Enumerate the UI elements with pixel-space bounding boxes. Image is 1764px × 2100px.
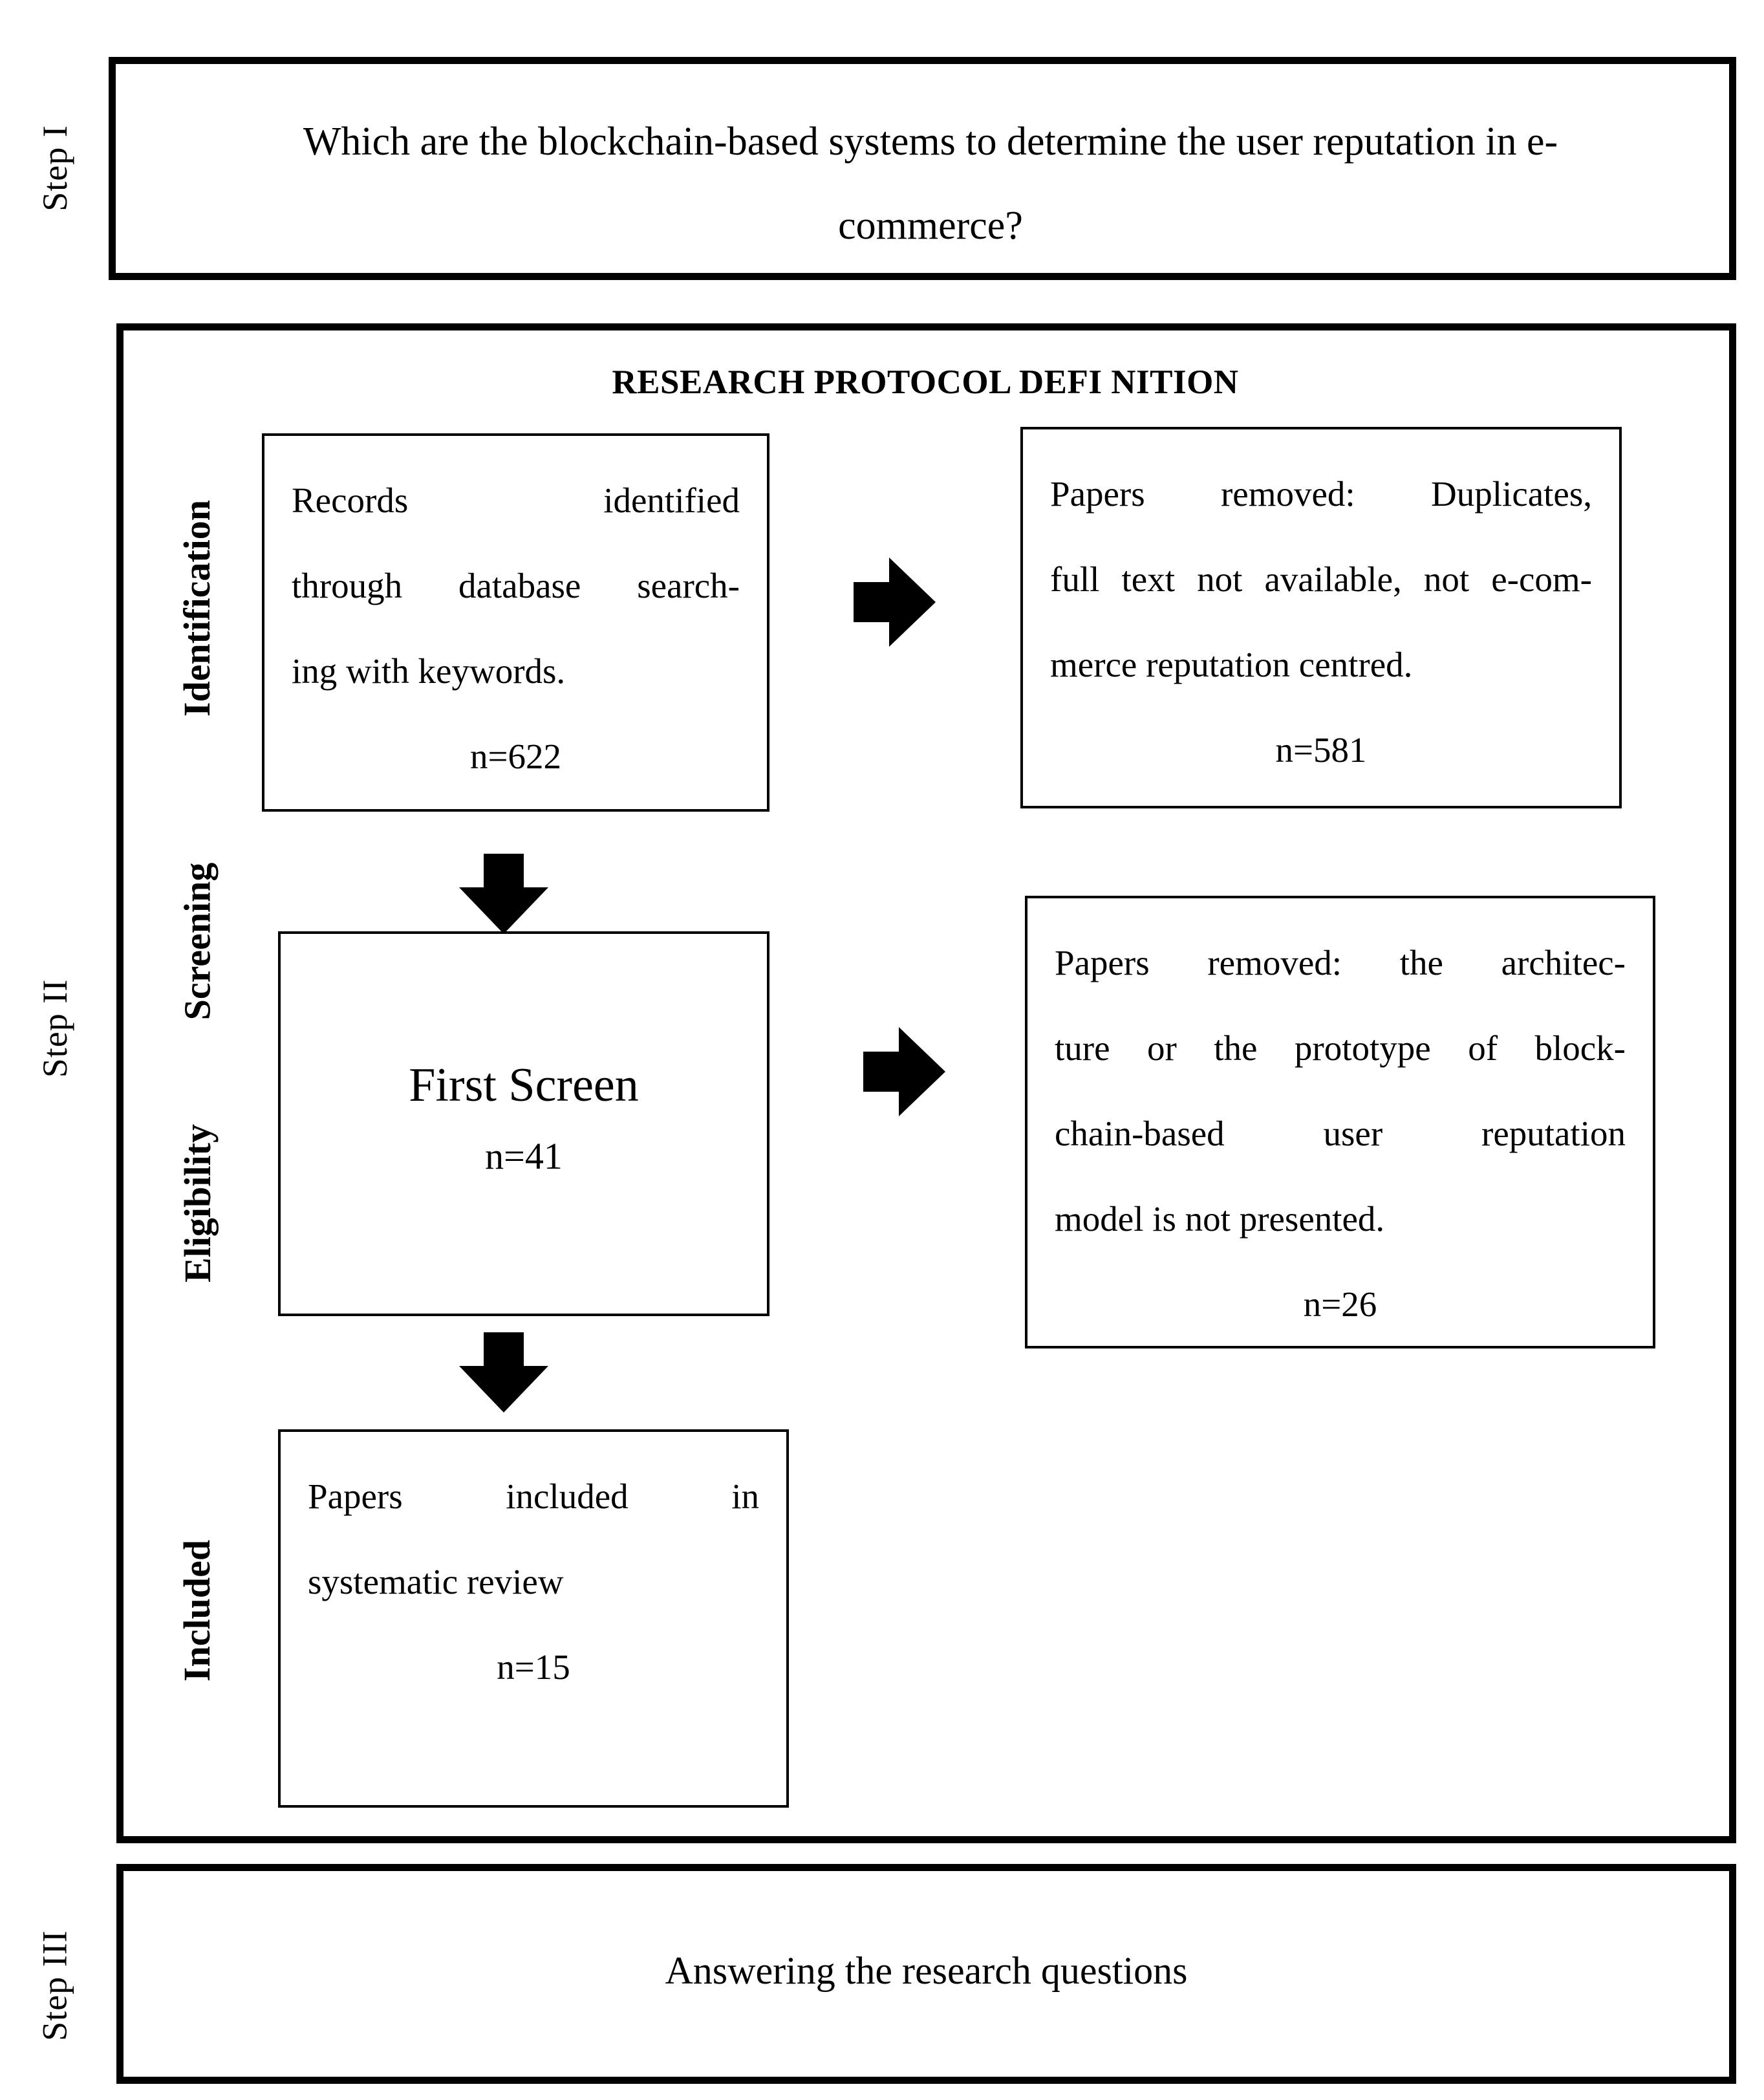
first-screen-title: First Screen bbox=[409, 1059, 639, 1112]
box-records-identified: Records identified through database sear… bbox=[262, 433, 769, 812]
stage-rail-included: Included bbox=[149, 1410, 246, 1811]
removed2-line-2: ture or the prototype of block- bbox=[1055, 1028, 1626, 1068]
stage-rail-screening: Screening bbox=[149, 812, 246, 1070]
arrow-head bbox=[459, 1366, 548, 1413]
removed1-line-1: Papers removed: Duplicates, bbox=[1050, 474, 1592, 514]
box-papers-included: Papers included in systematic review n=1… bbox=[278, 1429, 789, 1808]
arrow-shaft bbox=[484, 1332, 524, 1370]
arrow-head bbox=[459, 887, 548, 934]
step-3-frame: Answering the research questions bbox=[116, 1864, 1736, 2084]
stage-label-identification: Identification bbox=[176, 499, 219, 717]
arrow-shaft bbox=[854, 582, 894, 622]
research-question-text: Which are the blockchain-based systems t… bbox=[303, 120, 1558, 248]
step-2-rail-label: Step II bbox=[13, 893, 97, 1164]
included-count: n=15 bbox=[497, 1647, 570, 1687]
removed2-line-3: chain-based user reputation bbox=[1055, 1114, 1626, 1153]
stage-rail-eligibility: Eligibility bbox=[149, 1067, 246, 1339]
removed1-count: n=581 bbox=[1275, 730, 1367, 770]
step-3-rail-label: Step III bbox=[13, 1876, 97, 2095]
included-line-1: Papers included in bbox=[308, 1477, 759, 1516]
research-protocol-heading: RESEARCH PROTOCOL DEFI NITION bbox=[612, 363, 1239, 401]
records-count: n=622 bbox=[469, 737, 562, 776]
arrow-shaft bbox=[863, 1052, 903, 1092]
included-line-2: systematic review bbox=[308, 1562, 564, 1601]
records-line-1: Records identified bbox=[292, 481, 740, 520]
step-1-label: Step I bbox=[36, 125, 74, 211]
arrow-head bbox=[889, 557, 936, 647]
removed1-line-3: merce reputation centred. bbox=[1050, 645, 1413, 684]
step-1-rail-label: Step I bbox=[13, 52, 97, 285]
first-screen-count: n=41 bbox=[485, 1135, 563, 1177]
removed2-line-1: Papers removed: the architec- bbox=[1055, 943, 1626, 982]
removed2-count: n=26 bbox=[1303, 1284, 1377, 1324]
step-3-label: Step III bbox=[36, 1930, 75, 2041]
arrow-head bbox=[899, 1027, 945, 1116]
stage-label-eligibility: Eligibility bbox=[176, 1123, 219, 1283]
records-line-3: ing with keywords. bbox=[292, 651, 566, 691]
stage-label-included: Included bbox=[176, 1539, 219, 1682]
step-2-label: Step II bbox=[36, 979, 74, 1078]
stage-rail-identification: Identification bbox=[149, 414, 246, 802]
box-papers-removed-eligibility: Papers removed: the architec- ture or th… bbox=[1025, 896, 1655, 1348]
arrow-shaft bbox=[484, 854, 524, 891]
box-first-screen: First Screen n=41 bbox=[278, 931, 769, 1316]
stage-label-screening: Screening bbox=[176, 862, 219, 1020]
records-line-2: through database search- bbox=[292, 566, 740, 605]
box-papers-removed-identification: Papers removed: Duplicates, full text no… bbox=[1020, 427, 1622, 808]
removed1-line-2: full text not available, not e-com- bbox=[1050, 559, 1592, 599]
answering-research-questions-text: Answering the research questions bbox=[665, 1949, 1188, 1992]
step-1-frame: Which are the blockchain-based systems t… bbox=[109, 57, 1736, 280]
removed2-line-4: model is not presented. bbox=[1055, 1199, 1385, 1239]
